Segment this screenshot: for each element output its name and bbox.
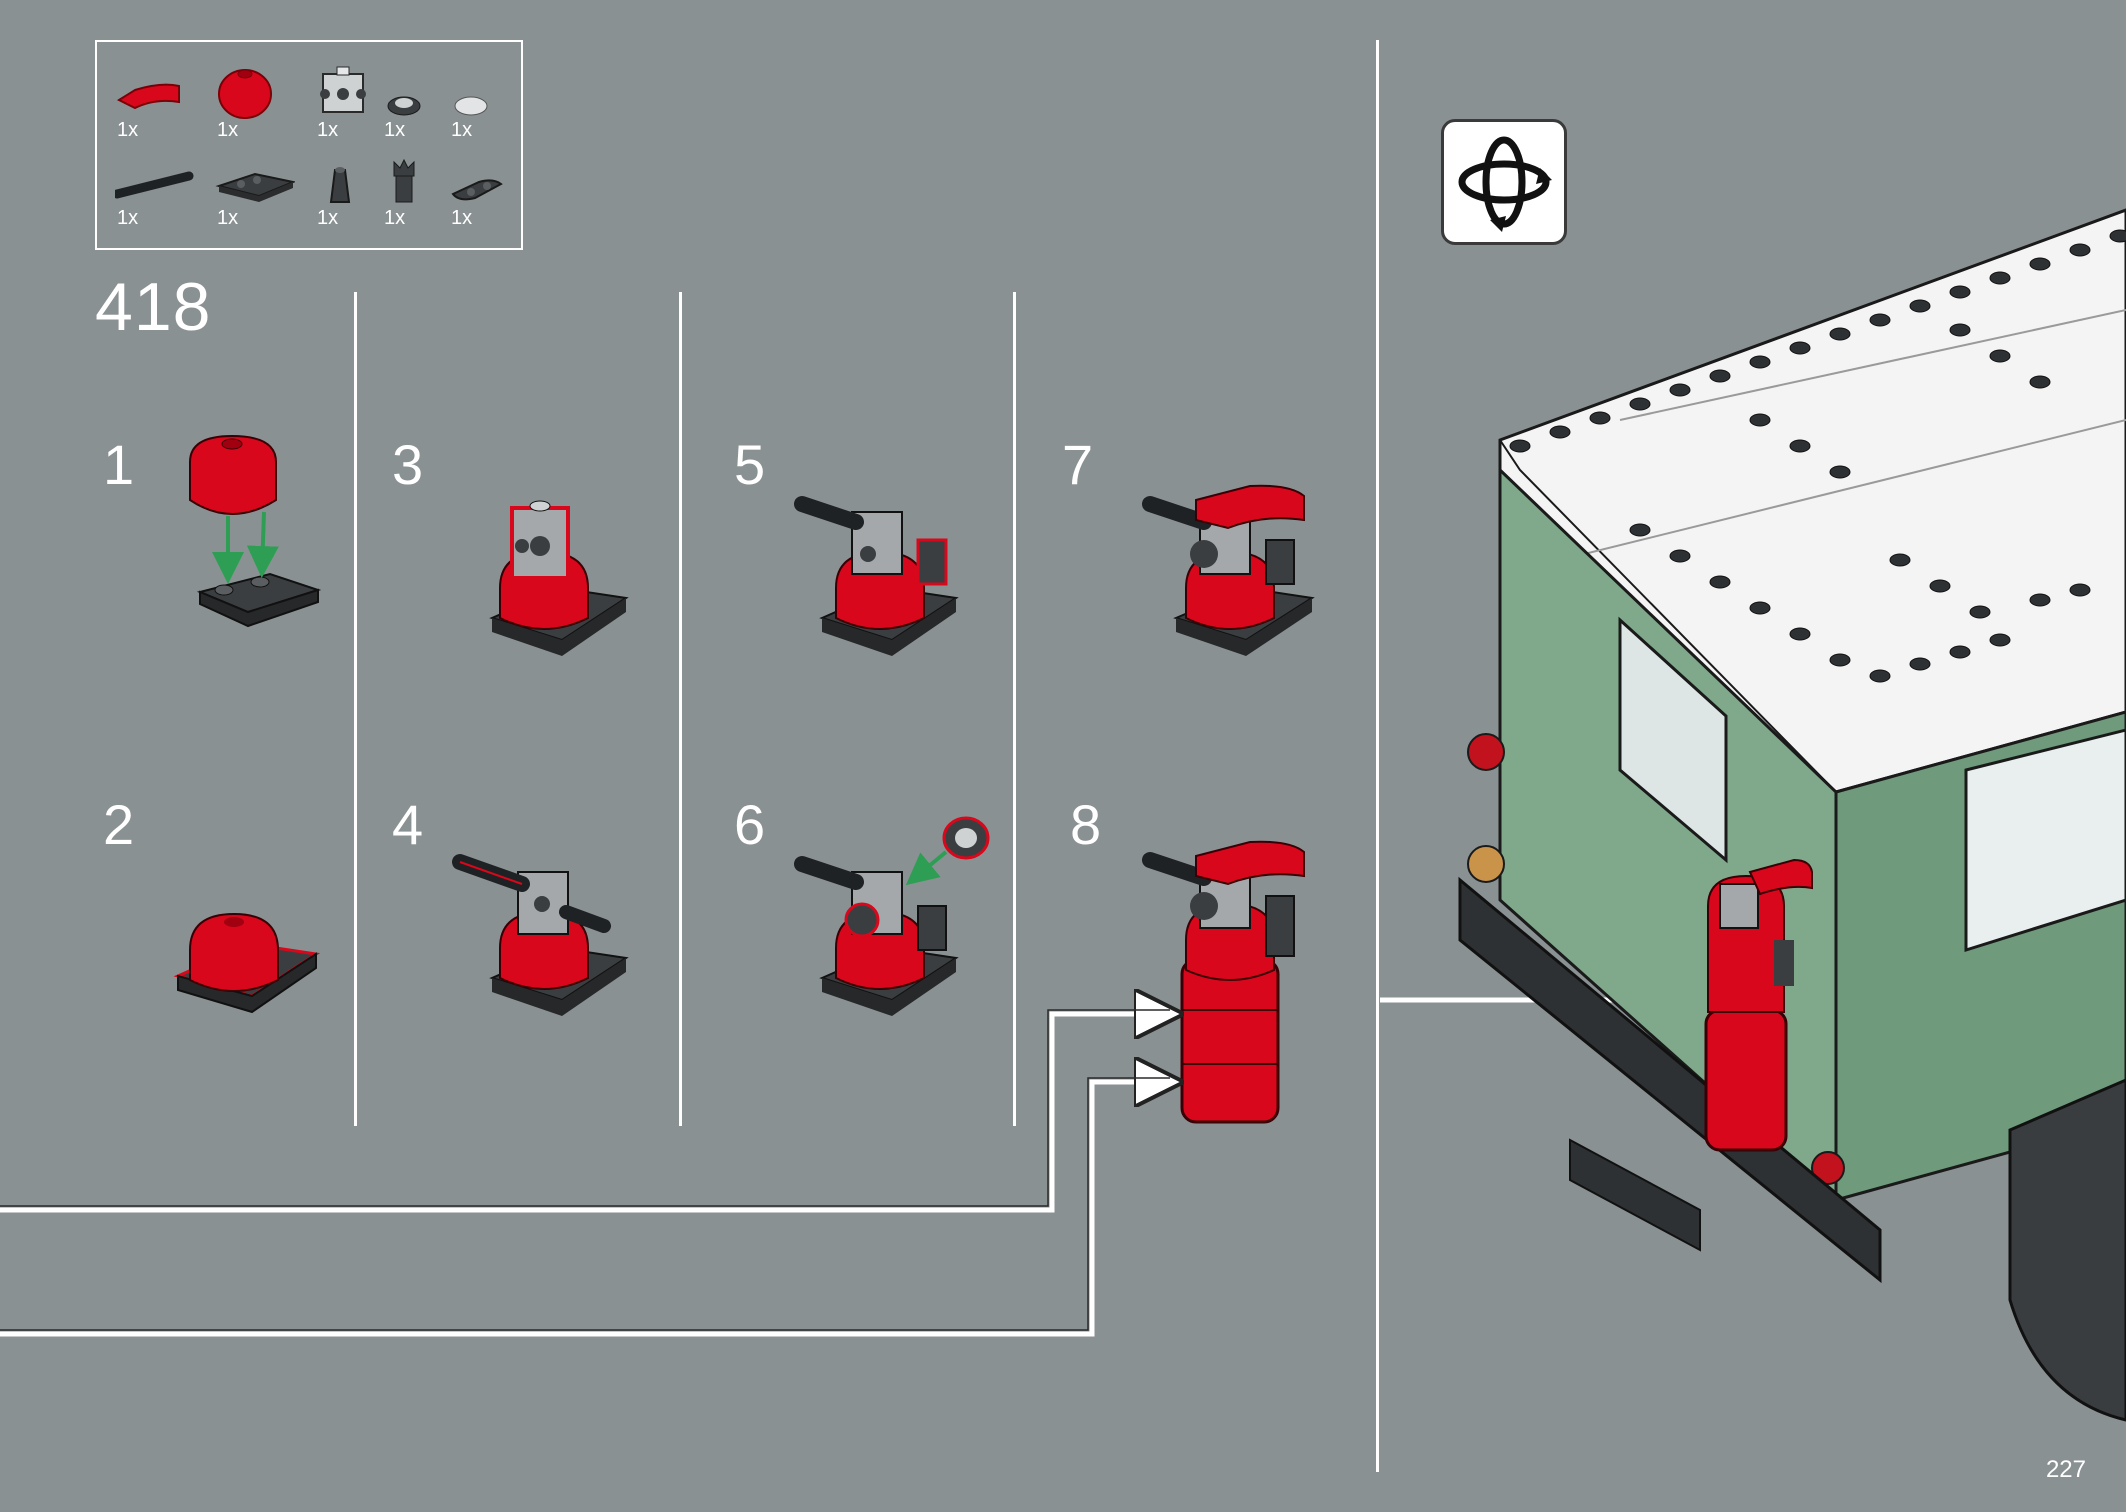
light-tile-round-part: 1x: [449, 62, 529, 142]
vehicle-rear-illustration: [1458, 208, 2126, 1422]
part-quantity: 1x: [117, 207, 139, 229]
step-7-illustration: [1142, 484, 1315, 656]
dark-cone-part: 1x: [315, 150, 395, 230]
dark-clip-part: 1x: [382, 150, 462, 230]
sub-step-number-2: 2: [103, 793, 135, 856]
page-number: 227: [2045, 1456, 2086, 1483]
step-2-illustration: [173, 912, 321, 1014]
sub-step-number-5: 5: [734, 433, 766, 496]
step-1-illustration: [189, 434, 322, 628]
part-quantity: 1x: [384, 207, 406, 229]
part-quantity: 1x: [451, 119, 473, 141]
sub-step-number-1: 1: [103, 433, 135, 496]
part-quantity: 1x: [217, 207, 239, 229]
rotate-model-icon: [1441, 119, 1567, 245]
dark-tile-round-part: 1x: [382, 62, 462, 142]
sub-step-number-7: 7: [1062, 433, 1094, 496]
black-bar-part: 1x: [115, 150, 195, 230]
sub-step-number-4: 4: [392, 793, 424, 856]
step-4-illustration: [452, 854, 629, 1016]
roof-studs: [1509, 229, 2126, 683]
part-quantity: 1x: [117, 119, 139, 141]
parts-list: 1x 1x 1x 1x 1x 1x: [95, 40, 523, 250]
part-quantity: 1x: [217, 119, 239, 141]
dark-plate-rounded-part: 1x: [449, 150, 529, 230]
part-quantity: 1x: [317, 119, 339, 141]
sub-step-number-3: 3: [392, 433, 424, 496]
step-6-illustration: [794, 816, 990, 1016]
part-quantity: 1x: [384, 119, 406, 141]
part-quantity: 1x: [317, 207, 339, 229]
gray-brick-studs-part: 1x: [315, 62, 395, 142]
sub-step-number-6: 6: [734, 793, 766, 856]
sub-step-number-8: 8: [1070, 793, 1102, 856]
step-divider: [1013, 292, 1016, 1126]
main-step-number: 418: [95, 269, 212, 345]
red-dome-part: 1x: [215, 62, 295, 142]
step-3-illustration: [489, 500, 629, 656]
part-quantity: 1x: [451, 207, 473, 229]
step-5-illustration: [794, 496, 959, 656]
callout-lines: [0, 1000, 1692, 1337]
step-8-illustration: [1142, 840, 1305, 1124]
page-divider: [1376, 40, 1379, 1472]
step-divider: [679, 292, 682, 1126]
dark-plate-clips-part: 1x: [215, 150, 295, 230]
red-curved-slope-part: 1x: [115, 62, 195, 142]
step-divider: [354, 292, 357, 1126]
